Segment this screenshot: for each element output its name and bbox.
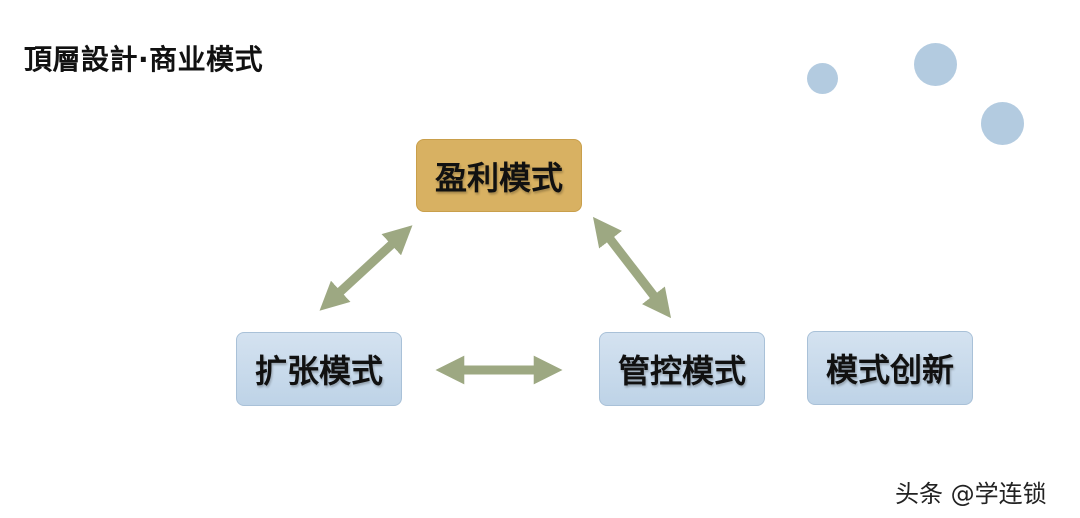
node-control-model: 管控模式 <box>599 332 765 406</box>
node-model-innovation: 模式创新 <box>807 331 973 405</box>
watermark-text: 头条 @学连锁 <box>895 480 1047 508</box>
decor-circle-small <box>807 63 838 94</box>
node-expansion-model: 扩张模式 <box>236 332 402 406</box>
arrow-profit-control <box>592 216 672 319</box>
decor-circle-top <box>914 43 957 86</box>
page-title: 頂層設計·商业模式 <box>24 43 264 76</box>
arrow-expansion-profit <box>319 225 413 311</box>
decor-circle-right <box>981 102 1024 145</box>
node-profit-model: 盈利模式 <box>416 139 582 212</box>
